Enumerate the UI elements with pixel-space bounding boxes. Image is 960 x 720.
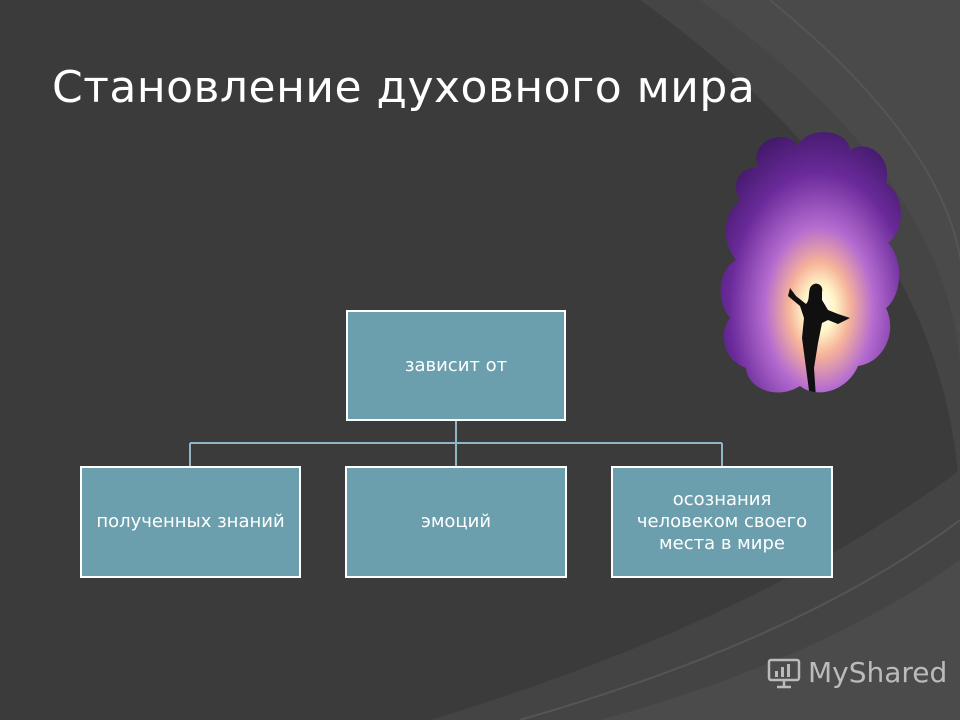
child-node-label: полученных знаний bbox=[96, 511, 285, 533]
diagram-child-node-knowledge: полученных знаний bbox=[80, 466, 301, 578]
child-node-label: осознания человеком своего места в мире bbox=[636, 489, 808, 554]
child-silhouette-image bbox=[720, 132, 901, 393]
child-node-label: эмоций bbox=[420, 511, 492, 533]
presentation-icon bbox=[767, 658, 801, 689]
diagram-root-node: зависит от bbox=[346, 310, 566, 421]
diagram-child-node-awareness: осознания человеком своего места в мире bbox=[611, 466, 833, 578]
slide-title: Становление духовного мира bbox=[52, 62, 756, 113]
myshared-watermark: MyShared bbox=[766, 654, 947, 690]
watermark-brand: MyShared bbox=[808, 655, 948, 689]
diagram-child-node-emotions: эмоций bbox=[345, 466, 567, 578]
root-node-label: зависит от bbox=[404, 354, 508, 376]
